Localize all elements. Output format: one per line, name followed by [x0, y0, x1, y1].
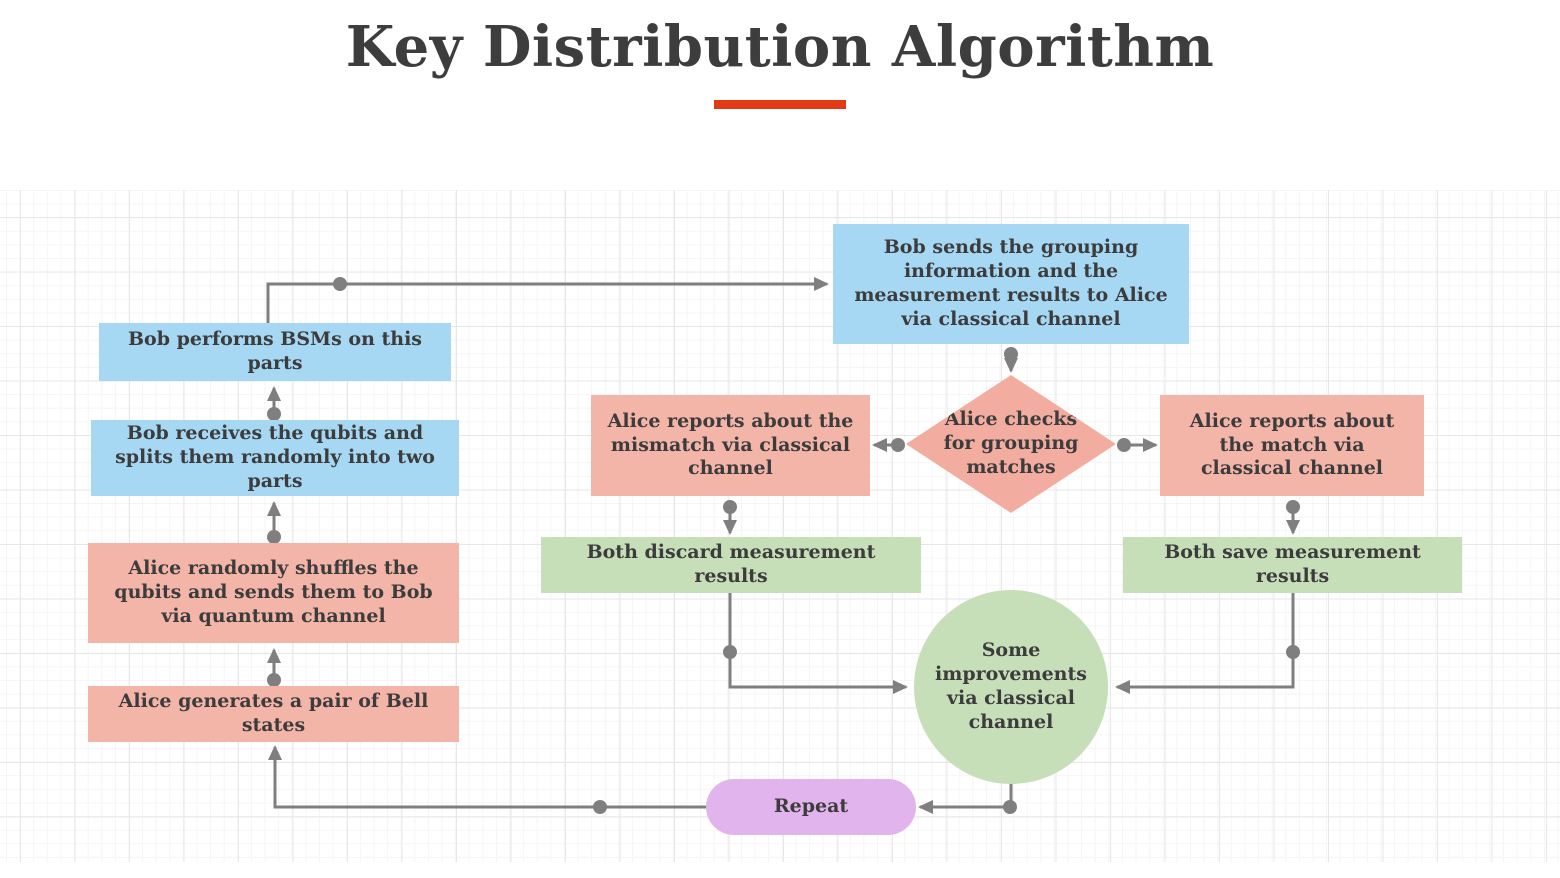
- grid-background: [0, 190, 1560, 862]
- page-title: Key Distribution Algorithm: [345, 14, 1215, 80]
- header: Key Distribution Algorithm: [0, 0, 1560, 109]
- node-shuffle-qubits: Alice randomly shuffles the qubits and s…: [88, 543, 459, 643]
- node-report-match: Alice reports about the match via classi…: [1160, 395, 1424, 496]
- node-discard-results: Both discard measurement results: [541, 537, 921, 593]
- node-generate-bell-states: Alice generates a pair of Bell states: [88, 686, 459, 742]
- node-repeat-pill: Repeat: [706, 779, 916, 835]
- node-improvements-circle: Some improvements via classical channel: [914, 590, 1108, 784]
- node-bob-performs-bsm: Bob performs BSMs on this parts: [99, 323, 451, 381]
- title-accent-bar: [714, 100, 846, 109]
- node-bob-sends-grouping: Bob sends the grouping information and t…: [833, 224, 1189, 344]
- node-bob-receives: Bob receives the qubits and splits them …: [91, 420, 459, 496]
- node-report-mismatch: Alice reports about the mismatch via cla…: [591, 395, 870, 496]
- node-save-results: Both save measurement results: [1123, 537, 1462, 593]
